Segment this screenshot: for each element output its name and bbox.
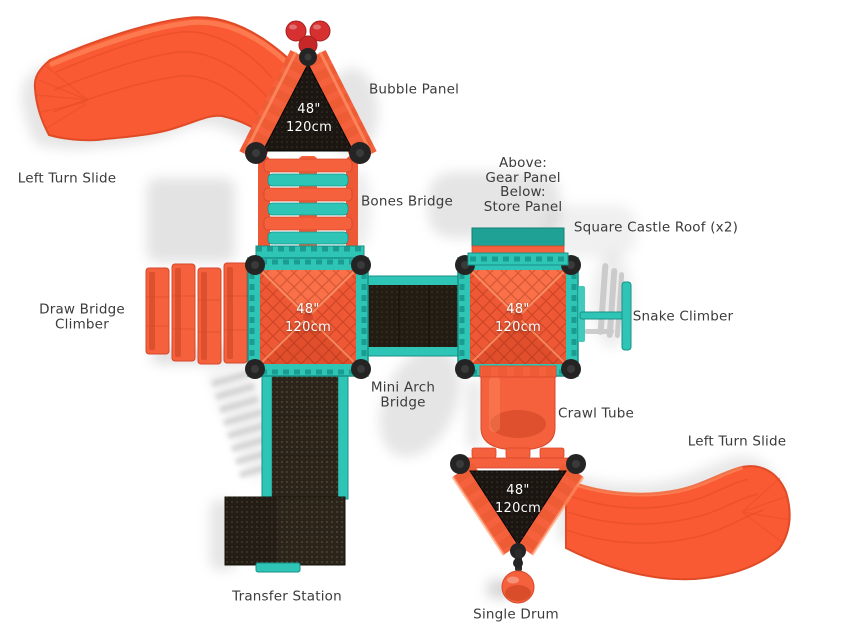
label-bubble-panel: Bubble Panel <box>368 81 460 98</box>
transfer-station-graphic <box>224 371 349 573</box>
deck-size-right-square: 48" 120cm <box>495 301 541 337</box>
single-drum-graphic <box>501 570 535 604</box>
label-draw-bridge-climber: Draw Bridge Climber <box>39 301 125 332</box>
label-left-turn-slide-bottom: Left Turn Slide <box>687 433 787 450</box>
label-bones-bridge: Bones Bridge <box>360 193 454 210</box>
square-castle-tower-graphic <box>245 255 371 379</box>
left-turn-slide-bottom-graphic <box>565 465 791 581</box>
mini-arch-bridge-graphic <box>365 275 463 357</box>
top-triangle-tower-graphic <box>239 20 377 164</box>
crawl-tube-graphic <box>480 369 556 451</box>
deck-size-top-triangle: 48" 120cm <box>286 101 332 137</box>
deck-size-cm: 120cm <box>284 320 332 335</box>
bottom-triangle-tower-graphic <box>450 447 586 604</box>
deck-size-inches: 48" <box>506 483 530 499</box>
deck-size-cm: 120cm <box>494 501 542 516</box>
deck-size-left-square: 48" 120cm <box>285 301 331 337</box>
draw-bridge-climber-graphic <box>145 262 248 365</box>
label-snake-climber: Snake Climber <box>632 308 734 325</box>
left-turn-slide-top-graphic <box>33 16 291 145</box>
label-single-drum: Single Drum <box>473 606 559 623</box>
bones-bridge-graphic <box>255 156 365 265</box>
label-transfer-station: Transfer Station <box>232 588 342 605</box>
label-mini-arch-bridge: Mini Arch Bridge <box>370 379 436 410</box>
deck-size-cm: 120cm <box>494 320 542 335</box>
deck-size-inches: 48" <box>506 302 530 318</box>
snake-climber-graphic <box>578 281 632 351</box>
label-left-turn-slide-top: Left Turn Slide <box>17 170 117 187</box>
label-square-castle-roof: Square Castle Roof (x2) <box>573 219 739 236</box>
label-gear-store-panel: Above: Gear Panel Below: Store Panel <box>483 154 563 215</box>
label-crawl-tube: Crawl Tube <box>558 405 634 422</box>
crawl-tube-platform-edge <box>479 365 557 378</box>
deck-size-cm: 120cm <box>285 120 333 135</box>
gear-store-panel-graphic <box>471 227 565 254</box>
deck-size-inches: 48" <box>297 102 321 118</box>
deck-size-bottom-triangle: 48" 120cm <box>495 482 541 518</box>
deck-size-inches: 48" <box>296 302 320 318</box>
